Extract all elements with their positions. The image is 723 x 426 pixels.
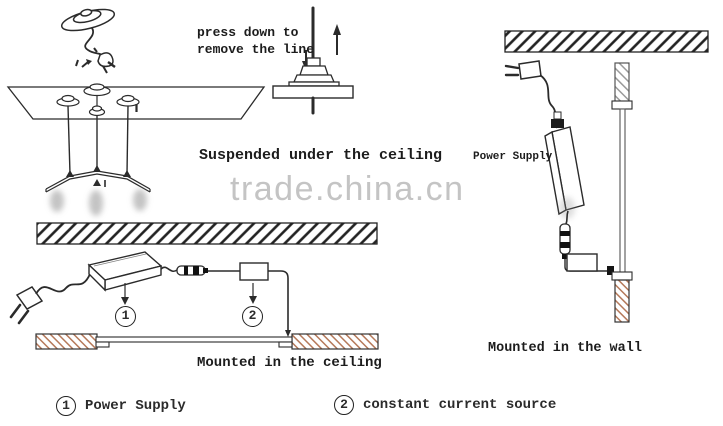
suspended-ceiling-diagram xyxy=(6,83,266,216)
legend-label-1: Power Supply xyxy=(85,398,186,414)
inline-connector-right xyxy=(559,223,571,259)
up-arrow-icon xyxy=(333,24,341,55)
hanging-panel xyxy=(45,165,151,193)
caption-suspended: Suspended under the ceiling xyxy=(199,147,443,164)
press-down-detail xyxy=(272,6,354,115)
callout-arrow-2 xyxy=(249,283,257,304)
canopy-disc xyxy=(60,8,116,32)
legend-num-2: 2 xyxy=(334,395,354,415)
ceiling-slab-hatch xyxy=(36,222,378,245)
power-supply-box xyxy=(87,251,163,292)
mount-disc-left xyxy=(56,94,80,107)
output-cord xyxy=(160,266,178,272)
legend-num-1: 1 xyxy=(56,396,76,416)
wire-lock-fitting xyxy=(272,57,354,115)
legend-item-constant-current-source: 2 constant current source xyxy=(334,395,556,415)
ceiling-slab-hatch-right xyxy=(504,30,709,53)
suspension-cable xyxy=(84,27,104,58)
callout-arrow-1 xyxy=(121,283,129,305)
watermark-text: trade.china.cn xyxy=(230,170,465,208)
callout-circle-2: 2 xyxy=(242,306,263,327)
power-plug-right xyxy=(504,60,542,80)
legend-item-power-supply: 1 Power Supply xyxy=(56,396,186,416)
psu-input-connector xyxy=(551,111,564,128)
press-down-note: press down to remove the line xyxy=(197,24,314,58)
mount-disc-center-exploded xyxy=(83,83,111,117)
panel-light-shadows xyxy=(50,189,147,216)
cable-gripper xyxy=(93,47,116,74)
caption-mounted-wall: Mounted in the wall xyxy=(488,341,642,356)
suspension-kit-detail xyxy=(60,8,116,74)
constant-current-source-box xyxy=(239,262,269,281)
power-supply-label: Power Supply xyxy=(473,151,553,163)
wall-mount-diagram xyxy=(504,30,709,323)
constant-current-source-box-right xyxy=(566,253,598,272)
inline-connector xyxy=(176,265,208,276)
note-line-1: press down to xyxy=(197,25,299,40)
caption-mounted-ceiling: Mounted in the ceiling xyxy=(197,355,382,371)
power-cord xyxy=(35,273,91,295)
wall-structure xyxy=(611,62,633,323)
suspension-wires xyxy=(67,105,129,175)
power-plug xyxy=(9,286,44,325)
callout-circle-1: 1 xyxy=(115,306,136,327)
note-line-2: remove the line xyxy=(197,42,315,57)
psu-shadow xyxy=(559,197,575,219)
wire-to-panel xyxy=(268,270,289,331)
psu-output-cord xyxy=(565,210,569,225)
wall-connector-dot xyxy=(607,266,614,275)
legend-label-2: constant current source xyxy=(363,397,557,413)
mount-disc-right xyxy=(116,94,140,112)
ceiling-mount-diagram xyxy=(9,222,379,350)
wire-end-arrow-icon xyxy=(285,330,291,337)
small-arrow-icon xyxy=(75,59,92,68)
recessed-ceiling xyxy=(35,333,379,350)
